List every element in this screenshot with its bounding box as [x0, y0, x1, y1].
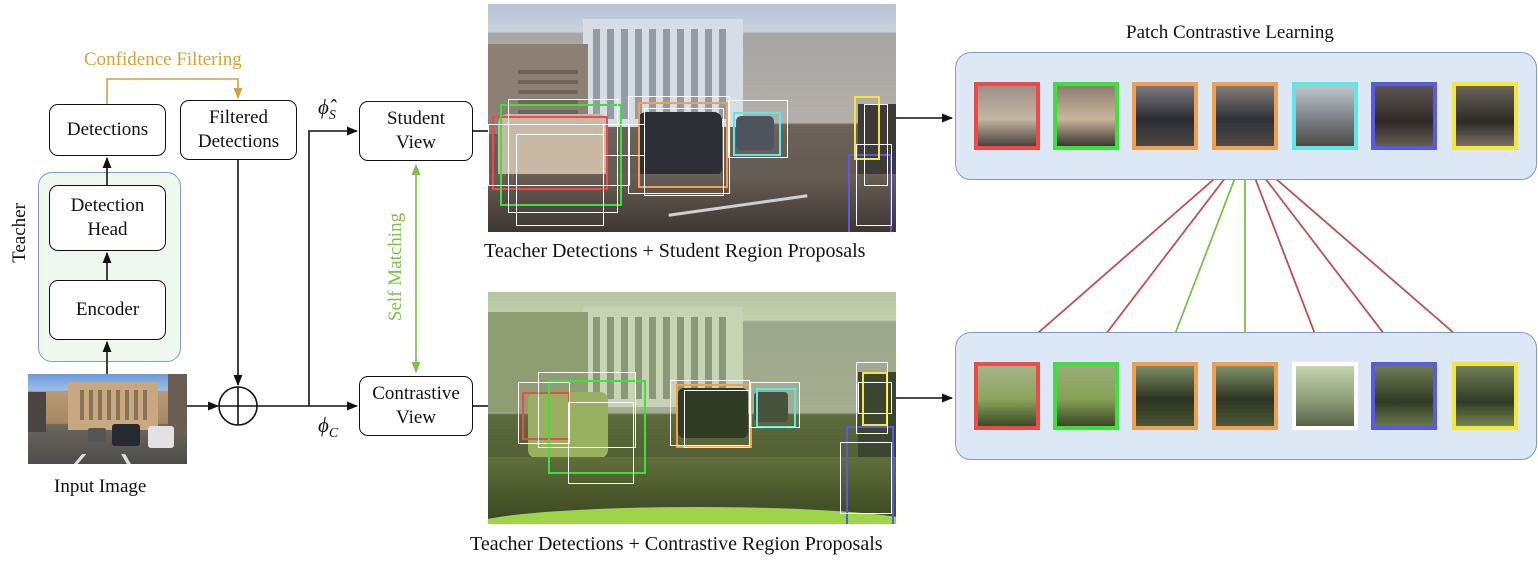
- detections-text: Detections: [66, 119, 149, 140]
- top-patch-6: [1371, 82, 1437, 150]
- caption-top: Teacher Detections + Student Region Prop…: [484, 240, 866, 262]
- top-patch-7: [1452, 82, 1518, 150]
- bottom-patch-6: [1371, 362, 1437, 430]
- phi-c-subscript: C: [328, 426, 339, 442]
- patch-arrow-5: [1244, 151, 1326, 362]
- phi-s-label: ϕ̂S: [318, 95, 336, 124]
- detection-head-box: Detection Head: [49, 185, 166, 251]
- top-patch-2: [1053, 82, 1119, 150]
- confidence-filtering-label: Confidence Filtering: [84, 49, 242, 70]
- contrastive-view-line2: View: [395, 407, 436, 428]
- detections-box: Detections: [49, 104, 166, 156]
- bottom-patch-2: [1053, 362, 1119, 430]
- contrastive-view-line1: Contrastive: [372, 383, 460, 404]
- phi-c-label: ϕC: [318, 413, 338, 442]
- top-patch-3: [1132, 82, 1198, 150]
- detection-head-line1: Detection: [70, 195, 145, 216]
- student-view-box: Student View: [359, 101, 473, 161]
- patch-arrow-2: [1085, 151, 1246, 362]
- filtered-detections-line1: Filtered: [208, 107, 269, 128]
- top-patch-1: [974, 82, 1040, 150]
- to-student-arrow: [308, 126, 359, 406]
- filtered-detections-box: Filtered Detections: [180, 100, 297, 160]
- encoder-text: Encoder: [75, 299, 140, 320]
- confidence-arrow: [106, 78, 243, 104]
- patch-arrow-7: [1244, 151, 1486, 361]
- student-view-line1: Student: [386, 108, 446, 129]
- input-image: [28, 374, 187, 464]
- detection-head-line2: Head: [87, 219, 128, 240]
- caption-bottom: Teacher Detections + Contrastive Region …: [470, 533, 883, 555]
- bottom-patch-4: [1212, 362, 1278, 430]
- bottom-patch-1: [974, 362, 1040, 430]
- bottom-patch-7: [1452, 362, 1518, 430]
- bottom-patch-5: [1292, 362, 1358, 430]
- patch-arrow-6: [1244, 151, 1405, 362]
- phi-s-symbol: ϕ̂: [318, 95, 329, 119]
- patch-title: Patch Contrastive Learning: [1126, 22, 1334, 43]
- patch-contrastive-arrows: [1006, 149, 1486, 362]
- student-region-scene: [488, 4, 896, 232]
- top-patch-5: [1292, 82, 1358, 150]
- input-image-label: Input Image: [54, 476, 147, 497]
- phi-c-symbol: ϕ: [318, 413, 329, 437]
- patch-arrow-3: [1164, 151, 1246, 362]
- filtered-detections-line2: Detections: [197, 131, 280, 152]
- bottom-patch-3: [1132, 362, 1198, 430]
- contrastive-region-scene: [488, 292, 896, 524]
- encoder-box: Encoder: [49, 280, 166, 340]
- top-patch-4: [1212, 82, 1278, 150]
- patch-arrow-1: [1006, 151, 1246, 361]
- contrastive-view-box: Contrastive View: [359, 376, 473, 436]
- phi-s-subscript: S: [328, 108, 336, 124]
- student-view-line2: View: [395, 132, 436, 153]
